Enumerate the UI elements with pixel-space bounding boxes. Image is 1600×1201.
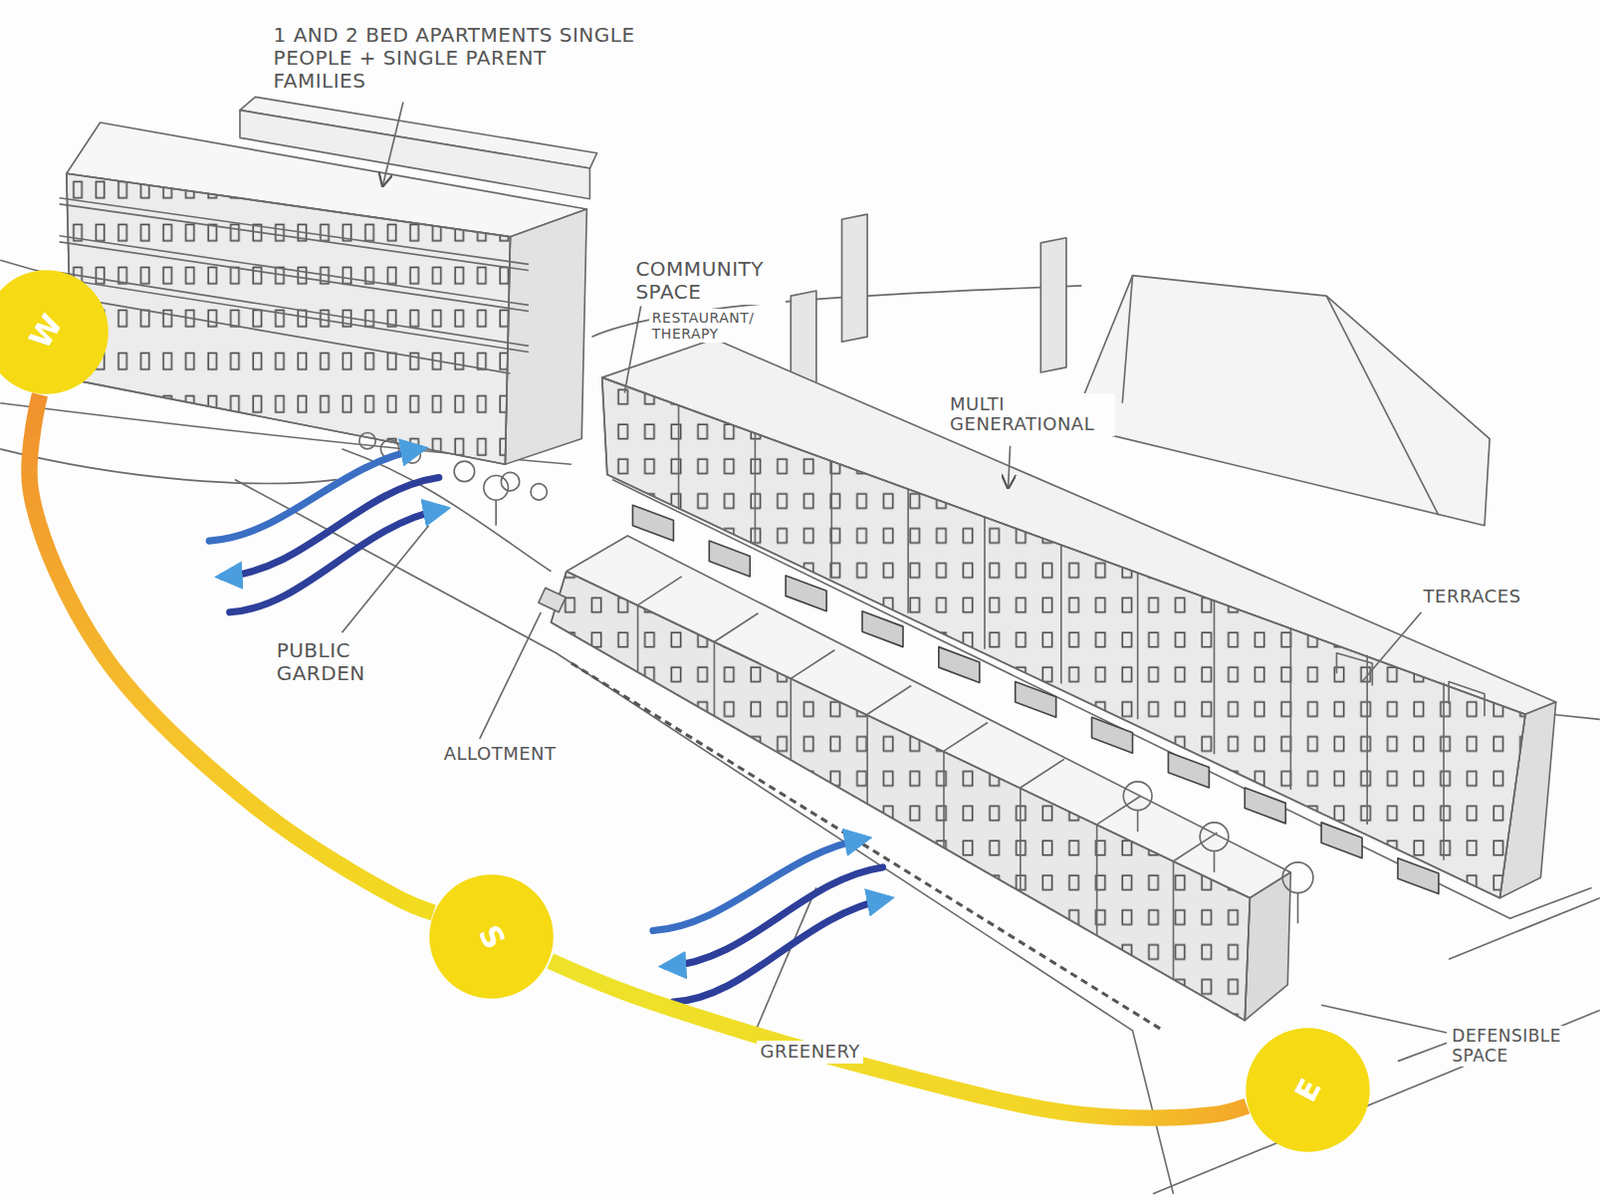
sun-path-arc bbox=[550, 960, 1248, 1119]
sketch-annotation: PUBLIC GARDEN bbox=[273, 638, 399, 686]
sketch-annotation: ALLOTMENT bbox=[441, 742, 560, 766]
sun-disc bbox=[0, 269, 108, 395]
compass-circle: E bbox=[1244, 1026, 1372, 1153]
sketch-annotation: COMMUNITY SPACE bbox=[632, 256, 786, 305]
sun-disc bbox=[430, 875, 555, 1000]
wind-arrows bbox=[209, 449, 444, 613]
sun-disc bbox=[1246, 1027, 1372, 1152]
wind-arrows bbox=[653, 838, 888, 1002]
pencil-lines bbox=[0, 96, 1600, 1193]
sketch-annotation: DEFENSIBLE SPACE bbox=[1448, 1025, 1584, 1067]
sketch-annotation: GREENERY bbox=[756, 1040, 863, 1064]
sketch-annotation: 1 AND 2 BED APARTMENTS SINGLE PEOPLE + S… bbox=[270, 22, 639, 94]
compass-circle: W bbox=[0, 268, 110, 396]
sketch-annotation: MULTI GENERATIONAL bbox=[946, 393, 1116, 437]
sketch-annotation: RESTAURANT/ THERAPY bbox=[649, 308, 774, 343]
sun-path-arc bbox=[28, 394, 434, 913]
compass-circle: S bbox=[428, 873, 555, 1000]
sketch-annotation: TERRACES bbox=[1420, 585, 1525, 609]
